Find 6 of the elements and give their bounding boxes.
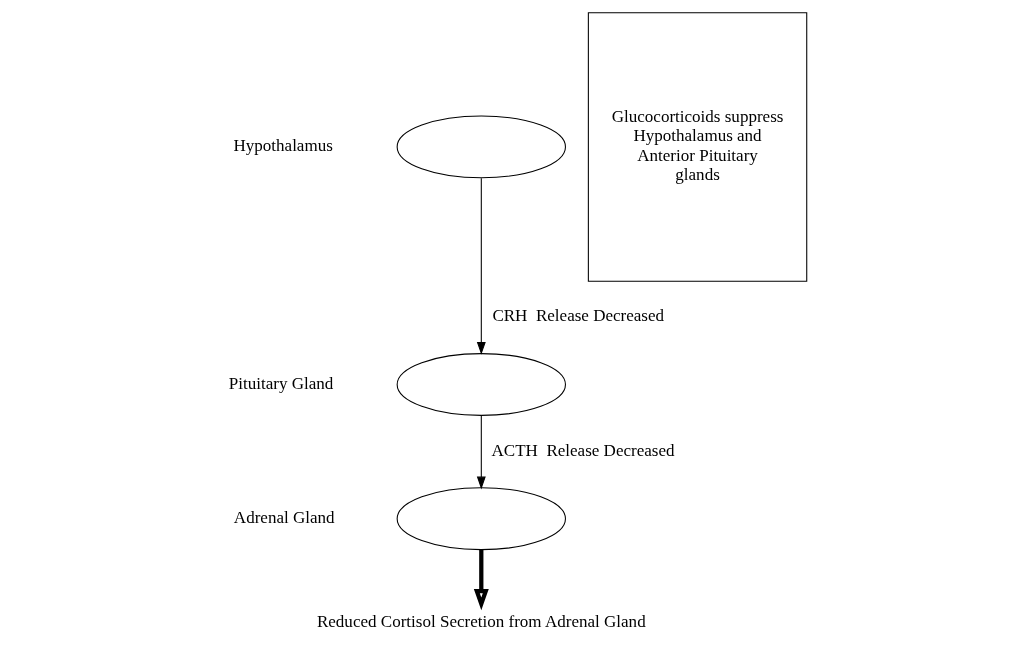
edge-label: ACTH Release Decreased xyxy=(491,440,675,460)
node-text: Reduced Cortisol Secretion from Adrenal Gland xyxy=(316,612,646,632)
node-label: Adrenal Gland xyxy=(233,507,335,527)
node-label: Pituitary Gland xyxy=(228,373,334,393)
node-label: Hypothalamus xyxy=(233,135,333,155)
edge-label: CRH Release Decreased xyxy=(492,306,665,326)
